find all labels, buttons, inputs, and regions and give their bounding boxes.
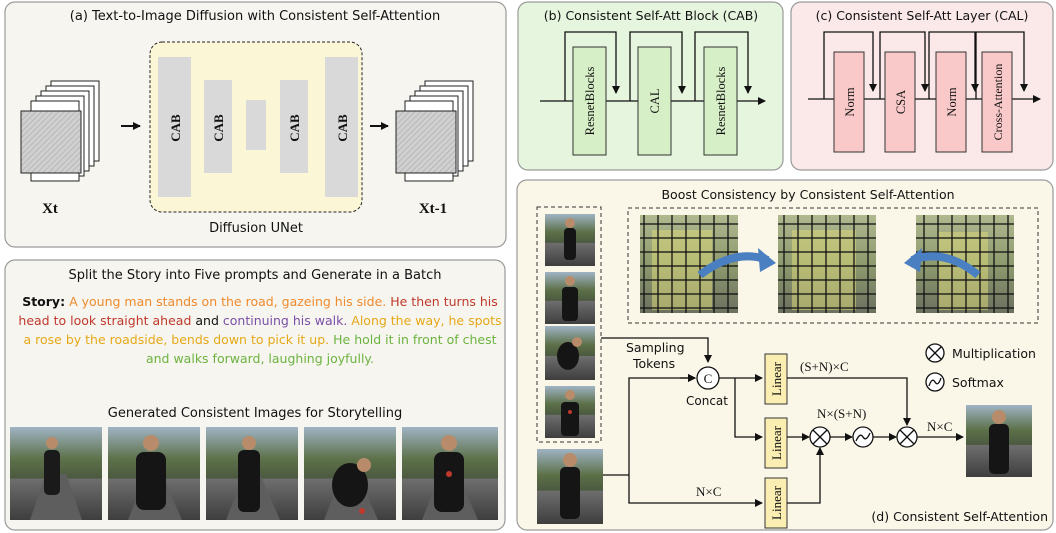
output-image — [966, 405, 1032, 477]
story-segment-4: continuing his walk. — [222, 313, 348, 328]
concat-label: Concat — [686, 394, 728, 408]
cab-label-3: CAB — [287, 114, 302, 142]
cal-label: CAL — [648, 89, 662, 114]
cab-block-2 — [204, 80, 232, 173]
cab-block-4 — [325, 57, 358, 197]
legend-multiplication: Multiplication — [952, 346, 1036, 361]
story-panel-title: Split the Story into Five prompts and Ge… — [69, 268, 442, 283]
story-segment-6: He hold it in front of chest and walks f… — [145, 332, 497, 366]
cab-label-1: CAB — [168, 114, 183, 142]
resnet-block-1 — [572, 46, 607, 156]
linear-label-2: Linear — [769, 425, 784, 460]
query-image — [537, 449, 603, 524]
story-image-2 — [108, 427, 200, 520]
story-segment-2: He then turns his head to look straight … — [18, 294, 498, 328]
story-image-4 — [304, 427, 396, 520]
panel-b: (b) Consistent Self-Att Block (CAB) Resn… — [517, 1, 784, 171]
story-panel: Split the Story into Five prompts and Ge… — [4, 259, 506, 531]
linear-block-key — [764, 353, 788, 405]
dim-mid-label: N×(S+N) — [817, 406, 866, 421]
legend-softmax: Softmax — [952, 375, 1004, 390]
resnet-label-1: ResnetBlocks — [583, 66, 597, 135]
panel-d-caption: (d) Consistent Self-Attention — [871, 509, 1048, 524]
norm-block-2 — [935, 51, 967, 153]
gallery-title: Generated Consistent Images for Storytel… — [108, 406, 402, 421]
norm-block-1 — [833, 51, 865, 153]
resnet-block-2 — [703, 46, 738, 156]
panel-c: (c) Consistent Self-Att Layer (CAL) Norm… — [790, 1, 1054, 171]
story-image-3 — [206, 427, 298, 520]
cab-block-1 — [158, 57, 191, 197]
unet-blocks: CAB CAB CAB CAB — [158, 57, 358, 197]
cab-label-4: CAB — [335, 114, 350, 142]
tokens-label: Tokens — [632, 356, 675, 371]
story-image-1 — [10, 427, 102, 520]
csa-label: CSA — [894, 90, 908, 114]
dim-bottom-label: N×C — [696, 484, 721, 499]
attention-grid-2 — [778, 215, 876, 313]
panel-d-title: Boost Consistency by Consistent Self-Att… — [661, 187, 954, 202]
panel-a-title: (a) Text-to-Image Diffusion with Consist… — [70, 9, 440, 24]
story-segment-5: Along the way, he spots a rose by the ro… — [23, 313, 502, 347]
resnet-label-2: ResnetBlocks — [714, 66, 728, 135]
unet-label: Diffusion UNet — [209, 221, 303, 236]
reference-images — [545, 214, 595, 438]
cal-block — [637, 46, 672, 156]
panel-d: Boost Consistency by Consistent Self-Att… — [516, 179, 1054, 531]
dim-out-label: N×C — [927, 419, 952, 434]
csa-block — [884, 51, 916, 153]
panel-b-title: (b) Consistent Self-Att Block (CAB) — [544, 8, 758, 23]
latent-stack-output — [395, 80, 474, 182]
legend: Multiplication Softmax — [925, 343, 1036, 392]
story-segment-3: and — [195, 313, 219, 328]
panel-c-title: (c) Consistent Self-Att Layer (CAL) — [816, 8, 1029, 23]
cross-attention-block — [981, 51, 1013, 153]
story-image-5 — [402, 427, 498, 520]
panel-a: (a) Text-to-Image Diffusion with Consist… — [4, 1, 507, 248]
story-label: Story: — [22, 294, 66, 309]
concat-symbol: C — [704, 371, 713, 386]
linear-block-value-top — [764, 417, 788, 469]
linear-label-1: Linear — [769, 361, 784, 396]
story-text: Story: A young man stands on the road, g… — [16, 292, 504, 382]
noisy-latent-stack-input — [20, 80, 100, 182]
sampling-label: Sampling — [626, 340, 685, 355]
dim-top-label: (S+N)×C — [800, 359, 849, 374]
story-segment-1: A young man stands on the road, gazeing … — [69, 294, 387, 309]
unet-mid-block — [246, 100, 266, 150]
x-t-label: Xt — [42, 201, 58, 217]
cab-block-3 — [280, 80, 308, 173]
x-t-1-label: Xt-1 — [419, 201, 447, 217]
norm-label-2: Norm — [945, 87, 959, 116]
cab-label-2: CAB — [211, 114, 226, 142]
cross-attention-label: Cross-Attention — [991, 64, 1005, 141]
norm-label-1: Norm — [843, 87, 857, 116]
linear-label-3: Linear — [769, 485, 784, 520]
